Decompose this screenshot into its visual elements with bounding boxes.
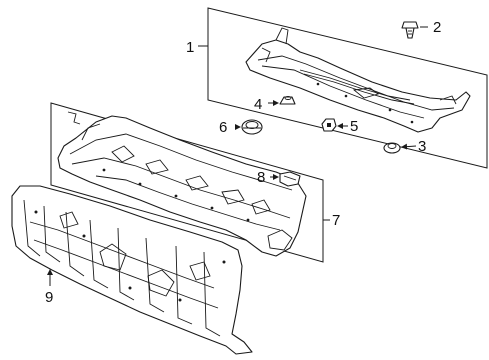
- nut-part-5[interactable]: [321, 118, 348, 132]
- plug-part-6[interactable]: [235, 119, 263, 135]
- clip-part-2[interactable]: [401, 21, 428, 39]
- grommet-part-3[interactable]: [383, 142, 417, 154]
- callout-7: 7: [332, 212, 340, 229]
- callout-3: 3: [418, 138, 426, 155]
- cowl-cover-group: [198, 7, 488, 169]
- grommet-part-4[interactable]: [268, 96, 296, 106]
- callout-1: 1: [186, 39, 194, 56]
- callout-8: 8: [257, 169, 265, 186]
- dash-upper-panel[interactable]: [57, 111, 307, 257]
- group-box-7: [50, 102, 324, 263]
- callout-5: 5: [350, 118, 358, 135]
- cowl-top-cover[interactable]: [245, 27, 471, 133]
- dash-upper-group: [50, 102, 330, 263]
- callout-9: 9: [45, 289, 53, 306]
- bracket-part-8[interactable]: [270, 171, 301, 187]
- callout-4: 4: [254, 96, 262, 113]
- dash-lower-panel[interactable]: [11, 185, 253, 355]
- callout-6: 6: [219, 119, 227, 136]
- callout-2: 2: [433, 19, 441, 36]
- group-box-1: [207, 7, 488, 169]
